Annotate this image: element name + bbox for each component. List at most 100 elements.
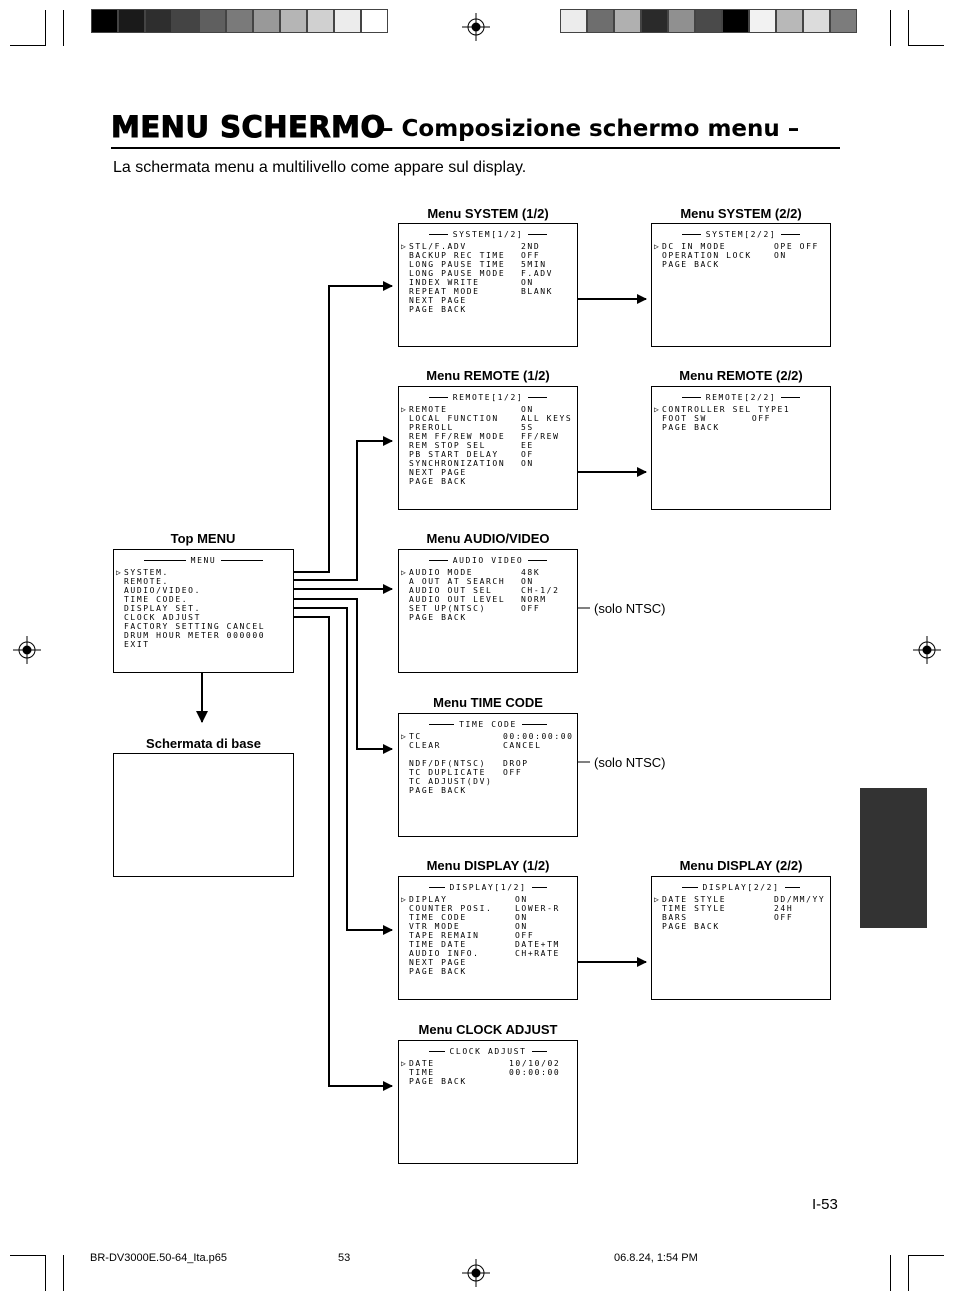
menu-row-value: CH-1/2 <box>521 586 560 595</box>
menu-row-label: PAGE BACK <box>409 305 467 314</box>
menu-row-label: INDEX WRITE <box>409 278 480 287</box>
menu-row-value: OPE OFF <box>774 242 819 251</box>
menu-row-value: CANCEL <box>503 741 542 750</box>
color-swatch <box>776 9 803 33</box>
menu-row-label: SET UP(NTSC) <box>409 604 486 613</box>
menu-row-label: AUDIO INFO. <box>409 949 480 958</box>
menu-row-label: NDF/DF(NTSC) <box>409 759 486 768</box>
menu-row-value: ON <box>521 459 534 468</box>
menu-row-label: PAGE BACK <box>662 260 720 269</box>
menu-row-label: TIME CODE. <box>124 595 189 604</box>
menu-row-value: ON <box>774 251 787 260</box>
caption-remote-2: Menu REMOTE (2/2) <box>679 368 803 383</box>
color-swatch <box>361 9 388 33</box>
menu-row-label: EXIT <box>124 640 150 649</box>
menu-row-label: TC <box>409 732 422 741</box>
menu-row-label: LONG PAUSE TIME <box>409 260 506 269</box>
menu-row-value: OFF <box>515 931 535 940</box>
screen-title: AUDIO VIDEO <box>447 556 529 565</box>
page-subtitle: – Composizione schermo menu – <box>382 116 800 142</box>
cursor-icon: ▷ <box>654 405 659 414</box>
footer-date: 06.8.24, 1:54 PM <box>614 1252 698 1264</box>
menu-row-label: NEXT PAGE <box>409 296 467 305</box>
caption-remote-1: Menu REMOTE (1/2) <box>426 368 550 383</box>
color-swatch <box>722 9 749 33</box>
screen-title: DISPLAY[2/2] <box>697 883 785 892</box>
menu-row-label: BACKUP REC TIME <box>409 251 506 260</box>
screen-header: REMOTE[2/2] <box>652 393 830 402</box>
menu-row-label: PAGE BACK <box>662 423 720 432</box>
caption-clock-adjust: Menu CLOCK ADJUST <box>418 1022 558 1037</box>
screen-header: SYSTEM[1/2] <box>399 230 577 239</box>
color-swatch <box>172 9 199 33</box>
menu-row-value: CH+RATE <box>515 949 560 958</box>
caption-display-1: Menu DISPLAY (1/2) <box>426 858 550 873</box>
cursor-icon: ▷ <box>401 405 406 414</box>
screen-header: AUDIO VIDEO <box>399 556 577 565</box>
menu-row-value: 5S <box>521 423 534 432</box>
menu-row-value: 10/10/02 <box>509 1059 561 1068</box>
menu-row-value: OFF <box>503 768 523 777</box>
page-number: I-53 <box>812 1196 838 1213</box>
cursor-icon: ▷ <box>401 895 406 904</box>
menu-row-value: ALL KEYS <box>521 414 573 423</box>
color-swatch <box>280 9 307 33</box>
menu-row-label: A OUT AT SEARCH <box>409 577 506 586</box>
menu-row-label: LOCAL FUNCTION <box>409 414 499 423</box>
screen-title: SYSTEM[1/2] <box>447 230 529 239</box>
caption-time-code: Menu TIME CODE <box>433 695 543 710</box>
menu-row-value: 2ND <box>521 242 541 251</box>
cursor-icon: ▷ <box>401 1059 406 1068</box>
menu-row-label: FACTORY SETTING CANCEL <box>124 622 266 631</box>
menu-row-label: STL/F.ADV <box>409 242 467 251</box>
caption-top-menu: Top MENU <box>170 531 236 546</box>
color-swatch <box>145 9 172 33</box>
menu-row-value: DATE+TM <box>515 940 560 949</box>
menu-row-label: REMOTE. <box>124 577 169 586</box>
footer-filename: BR-DV3000E.50-64_Ita.p65 <box>90 1252 227 1264</box>
screen-title: SYSTEM[2/2] <box>700 230 782 239</box>
menu-row-label: SYSTEM. <box>124 568 169 577</box>
menu-row-value: NORM <box>521 595 547 604</box>
menu-row-label: FOOT SW OFF <box>662 414 772 423</box>
menu-row-value: 5MIN <box>521 260 547 269</box>
menu-row-value: 48K <box>521 568 541 577</box>
color-swatch <box>199 9 226 33</box>
screen-title: CLOCK ADJUST <box>444 1047 532 1056</box>
menu-row-label: DIPLAY <box>409 895 448 904</box>
note-solo-ntsc-tc: (solo NTSC) <box>594 755 666 770</box>
menu-row-value: OF <box>521 450 534 459</box>
menu-row-label: TC DUPLICATE <box>409 768 486 777</box>
menu-row-label: PAGE BACK <box>409 967 467 976</box>
menu-row-label: REM STOP SEL <box>409 441 486 450</box>
color-swatch <box>91 9 118 33</box>
menu-row-label: SYNCHRONIZATION <box>409 459 506 468</box>
menu-row-label: PREROLL <box>409 423 454 432</box>
menu-row-label: COUNTER POSI. <box>409 904 493 913</box>
menu-row-value: 00:00:00 <box>509 1068 561 1077</box>
color-swatch <box>118 9 145 33</box>
menu-row-value: 00:00:00:00 <box>503 732 574 741</box>
screen-header: CLOCK ADJUST <box>399 1047 577 1056</box>
page-title: MENU SCHERMO <box>111 110 386 145</box>
cursor-icon: ▷ <box>116 568 121 577</box>
screen-title: DISPLAY[1/2] <box>444 883 532 892</box>
screen-header-rule <box>203 560 263 561</box>
color-swatch <box>749 9 776 33</box>
base-screen <box>113 753 294 877</box>
cursor-icon: ▷ <box>401 732 406 741</box>
menu-row-label: DATE <box>409 1059 435 1068</box>
menu-row-label: AUDIO/VIDEO. <box>124 586 201 595</box>
menu-row-label: TAPE REMAIN <box>409 931 480 940</box>
color-swatch <box>560 9 587 33</box>
menu-row-label: NEXT PAGE <box>409 468 467 477</box>
menu-row-label: REM FF/REW MODE <box>409 432 506 441</box>
screen-header: SYSTEM[2/2] <box>652 230 830 239</box>
